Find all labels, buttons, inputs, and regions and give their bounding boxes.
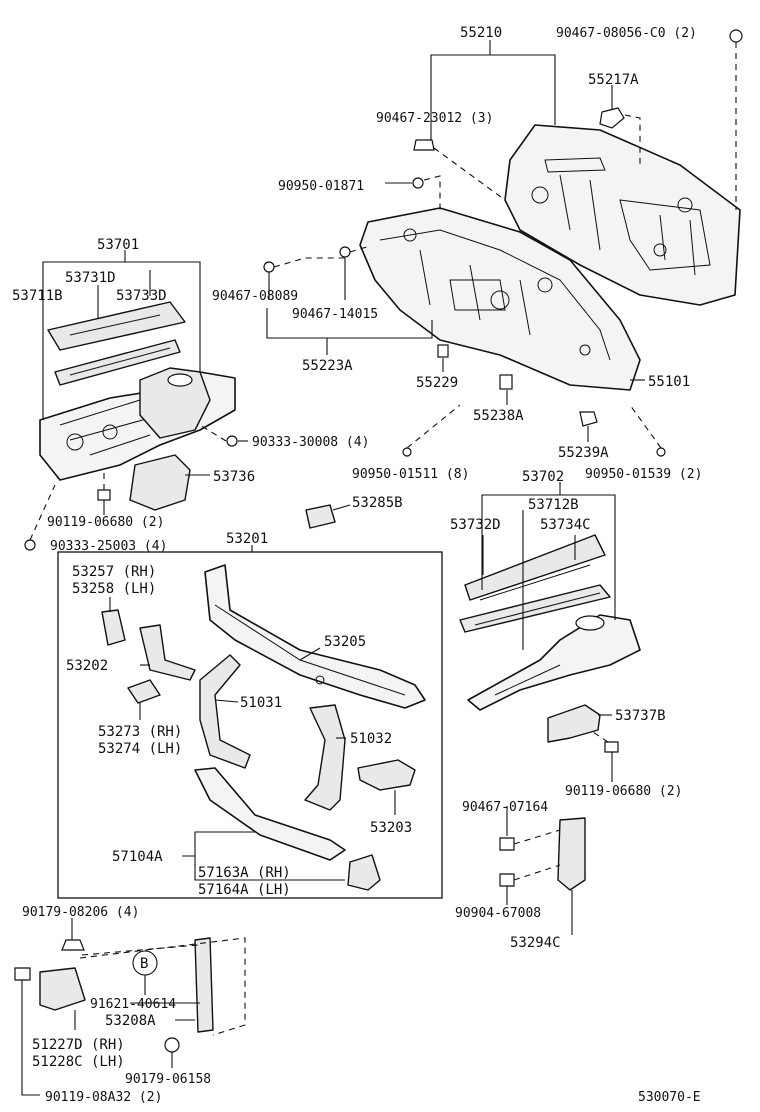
label-53712b: 53712B	[528, 497, 579, 513]
label-90467-08056: 90467-08056-C0 (2)	[556, 26, 697, 41]
label-90119-08a32: 90119-08A32 (2)	[45, 1090, 162, 1105]
bracket-53736	[129, 454, 191, 511]
label-53203: 53203	[370, 820, 412, 836]
label-90467-07164: 90467-07164	[462, 800, 548, 815]
label-57163a: 57163A (RH)	[198, 865, 291, 881]
clip-55239a-icon	[579, 411, 598, 427]
clip-55238a-icon	[499, 374, 513, 390]
bracket-53202	[139, 624, 196, 681]
label-53274: 53274 (LH)	[98, 741, 182, 757]
leader-lines	[21, 40, 737, 1096]
label-55223a: 55223A	[302, 358, 353, 374]
label-55238a: 55238A	[473, 408, 524, 424]
bracket-57163a	[347, 854, 381, 891]
label-90119-06680-left: 90119-06680 (2)	[47, 515, 164, 530]
label-90333-25003: 90333-25003 (4)	[50, 539, 167, 554]
radiator-support-group-box	[57, 551, 443, 899]
label-53737b: 53737B	[615, 708, 666, 724]
radiator-support-side-rh	[304, 704, 346, 811]
clip-55229-icon	[437, 344, 449, 358]
bracket-53257	[101, 609, 126, 646]
label-57104a: 57104A	[112, 849, 163, 865]
label-90179-08206: 90179-08206 (4)	[22, 905, 139, 920]
label-53734c: 53734C	[540, 517, 591, 533]
label-57164a: 57164A (LH)	[198, 882, 291, 898]
label-55217a: 55217A	[588, 72, 639, 88]
label-53273: 53273 (RH)	[98, 724, 182, 740]
part-labels: 55210 90467-08056-C0 (2) 55217A 90467-23…	[12, 25, 702, 1105]
label-51032: 51032	[350, 731, 392, 747]
label-53701: 53701	[97, 237, 139, 253]
nut-90179-06158-icon	[164, 1037, 180, 1053]
radiator-support-upper	[204, 564, 426, 709]
label-53711b: 53711B	[12, 288, 63, 304]
clip-90467-14015-icon	[339, 246, 351, 258]
bracket-51227d	[39, 967, 86, 1011]
label-55210: 55210	[460, 25, 502, 41]
page-code: 530070-E	[638, 1090, 701, 1105]
label-51228c: 51228C (LH)	[32, 1054, 125, 1070]
label-53258: 53258 (LH)	[72, 581, 156, 597]
apron-member-rh	[459, 534, 641, 711]
label-90904-67008: 90904-67008	[455, 906, 541, 921]
label-53732d: 53732D	[450, 517, 501, 533]
label-90950-01871: 90950-01871	[278, 179, 364, 194]
dash-panel	[359, 207, 641, 391]
label-91621-40614: 91621-40614	[90, 997, 176, 1012]
bolt-90467-07164-icon	[499, 837, 515, 851]
radiator-support-lower	[194, 767, 346, 861]
plug-90950-01511-icon	[402, 447, 412, 457]
label-55239a: 55239A	[558, 445, 609, 461]
bolt-90119-06680-right-icon	[604, 741, 619, 753]
label-90467-23012: 90467-23012 (3)	[376, 111, 493, 126]
clip-90950-01871-icon	[412, 177, 424, 189]
bracket-53273	[127, 679, 161, 704]
nut-90179-08206-icon	[61, 939, 85, 951]
label-90950-01539: 90950-01539 (2)	[585, 467, 702, 482]
label-90950-01511: 90950-01511 (8)	[352, 467, 469, 482]
bracket-53294c	[557, 817, 586, 891]
label-53205: 53205	[324, 634, 366, 650]
bolt-90904-67008-icon	[499, 873, 515, 887]
label-callout-b: B	[140, 956, 148, 972]
bolt-90119-06680-left-icon	[97, 489, 111, 501]
clip-90467-23012-icon	[413, 139, 435, 151]
label-90333-30008: 90333-30008 (4)	[252, 435, 369, 450]
apron-member-lh	[39, 301, 236, 481]
label-53294c: 53294C	[510, 935, 561, 951]
plug-90333-25003-icon	[24, 539, 36, 551]
plug-90950-01539-icon	[656, 447, 666, 457]
label-53736: 53736	[213, 469, 255, 485]
dash-insulator-panel	[504, 124, 741, 306]
label-90467-08089: 90467-08089	[212, 289, 298, 304]
label-53702: 53702	[522, 469, 564, 485]
label-55101: 55101	[648, 374, 690, 390]
label-90119-06680-right: 90119-06680 (2)	[565, 784, 682, 799]
clip-90467-08089-icon	[263, 261, 275, 273]
label-53285b: 53285B	[352, 495, 403, 511]
label-51031: 51031	[240, 695, 282, 711]
clip-55217a-icon	[599, 107, 625, 129]
bolt-90119-08a32-icon	[14, 967, 31, 981]
label-53257: 53257 (RH)	[72, 564, 156, 580]
bracket-53737b	[547, 704, 601, 743]
label-53731d: 53731D	[65, 270, 116, 286]
label-55229: 55229	[416, 375, 458, 391]
radiator-support-side-lh	[199, 654, 251, 769]
label-53733d: 53733D	[116, 288, 167, 304]
label-90179-06158: 90179-06158	[125, 1072, 211, 1087]
plug-90333-30008-icon	[226, 435, 238, 447]
bracket-53203	[357, 759, 416, 791]
brace-53208a	[194, 937, 214, 1033]
label-51227d: 51227D (RH)	[32, 1037, 125, 1053]
insulator-53285b	[305, 504, 336, 529]
clip-90467-08056-icon	[729, 29, 743, 43]
label-53201: 53201	[226, 531, 268, 547]
label-90467-14015: 90467-14015	[292, 307, 378, 322]
label-53208a: 53208A	[105, 1013, 156, 1029]
label-53202: 53202	[66, 658, 108, 674]
